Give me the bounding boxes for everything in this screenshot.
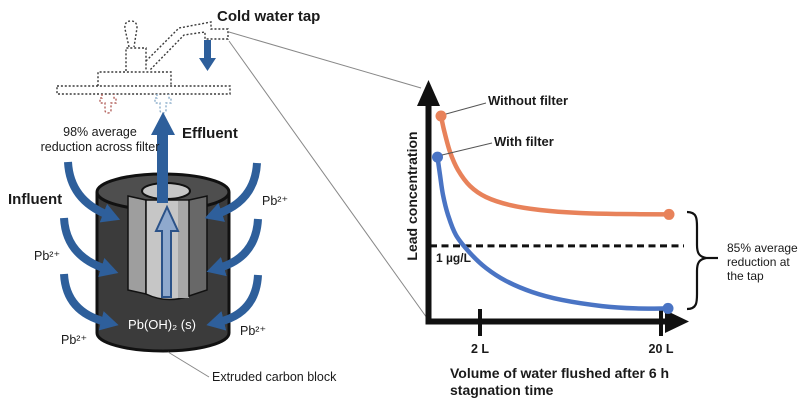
pb-ion-label: Pb²⁺ (34, 249, 61, 263)
curve-without-filter (438, 113, 672, 217)
filter-reduction-note: 98% average reduction across filter (40, 125, 160, 155)
x-axis-label: Volume of water flushed after 6 h stagna… (450, 365, 670, 398)
core-shading (178, 201, 189, 298)
influent-arrow-left-mid (60, 217, 119, 277)
pb-ion-label: Pb²⁺ (262, 194, 289, 208)
cutaway-right-face (188, 195, 208, 298)
influent-label: Influent (8, 191, 63, 208)
carbon-block-leader-line (167, 351, 210, 378)
x-tick-label-2l: 2 L (470, 342, 490, 356)
influent-arrow-right-bottom (206, 274, 262, 331)
effluent-label: Effluent (182, 125, 238, 142)
threshold-label: 1 µg/L (436, 250, 471, 265)
data-point (432, 151, 443, 163)
series-leader-lines (441, 102, 493, 156)
influent-arrows (60, 161, 262, 331)
effluent-arrow (151, 112, 175, 203)
precipitate-label: Pb(OH)₂ (s) (128, 317, 196, 332)
pb-ion-label: Pb²⁺ (61, 333, 88, 347)
cold-water-tap-label: Cold water tap (217, 8, 321, 25)
x-axis-line (425, 318, 669, 325)
chart-plot (430, 110, 684, 336)
counter-outline (56, 85, 231, 95)
series-label-with-filter: With filter (494, 134, 554, 149)
inner-effluent-arrow (154, 204, 180, 298)
data-point (663, 208, 675, 220)
x-axis-arrowhead (665, 310, 689, 333)
influent-arrow-right-top (204, 162, 261, 222)
magnifier-lines (228, 31, 428, 319)
y-axis-arrowhead (417, 80, 440, 106)
cold-valve-outline (154, 94, 172, 114)
influent-arrow-left-top (64, 161, 121, 223)
faucet-body (125, 47, 147, 71)
hot-valve-outline (99, 94, 117, 114)
faucet-baseplate (97, 71, 172, 86)
faucet-outline (56, 20, 231, 114)
influent-arrow-right-mid (206, 218, 262, 277)
y-axis-line (425, 98, 432, 323)
reduction-at-tap-note: 85% average reduction at the tap (727, 241, 798, 284)
y-axis-label: Lead concentration (404, 131, 420, 261)
x-tick-mark (659, 309, 663, 336)
tap-flow-down-arrow (199, 40, 216, 71)
curve-with-filter (435, 154, 671, 311)
pb-ion-label: Pb²⁺ (240, 324, 267, 338)
x-tick-mark (478, 309, 482, 336)
faucet-spout (145, 21, 229, 71)
chart-axes (417, 80, 689, 333)
carbon-block-cylinder (95, 172, 231, 353)
data-point (435, 110, 447, 122)
influent-arrow-left-bottom (60, 273, 119, 331)
faucet-lever (124, 20, 138, 48)
carbon-block-label: Extruded carbon block (212, 370, 337, 384)
reduction-brace (686, 210, 718, 311)
cutaway-left-face (127, 195, 147, 295)
series-label-without-filter: Without filter (488, 93, 569, 108)
data-point (662, 302, 674, 314)
x-tick-label-20l: 20 L (648, 342, 674, 356)
